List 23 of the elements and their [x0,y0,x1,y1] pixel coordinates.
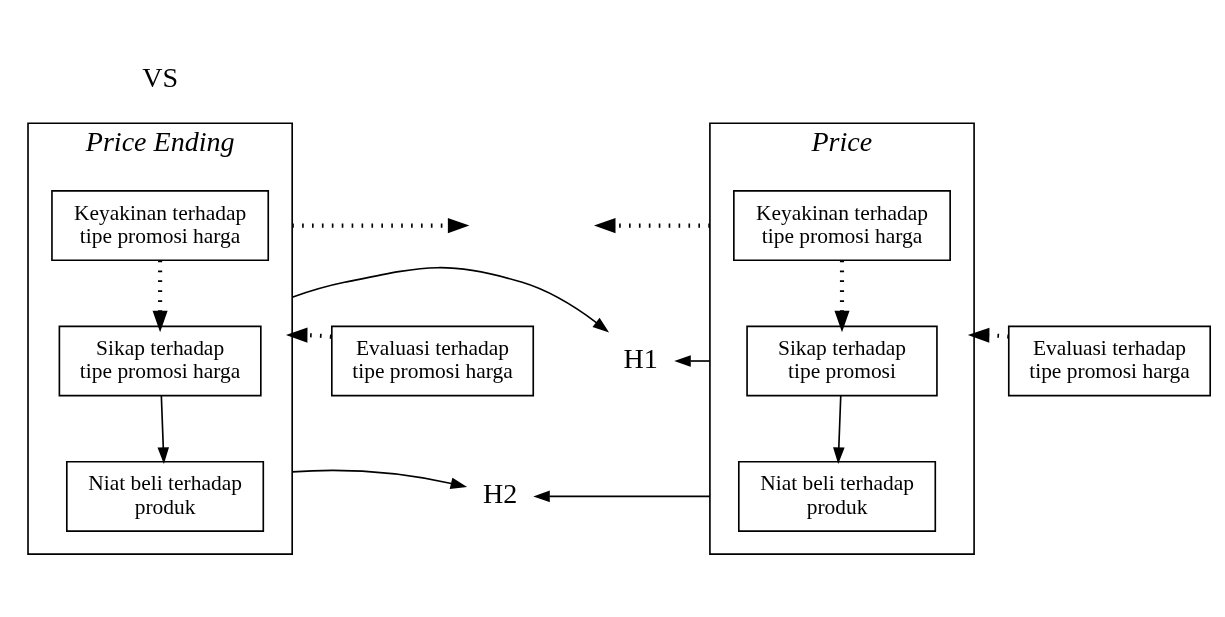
arrow [593,217,710,233]
node-box: Sikap terhadap tipe promosi [746,325,938,396]
arrow [533,490,711,502]
arrow [291,469,468,489]
arrow [674,354,711,367]
node-box: Keyakinan terhadap tipe promosi harga [733,189,951,261]
node-box: Evaluasi terhadap tipe promosi harga [1007,325,1211,396]
arrow [967,327,1009,343]
node-box: Sikap terhadap tipe promosi harga [58,325,262,396]
arrow [285,327,332,343]
arrow [291,266,610,332]
arrow [834,260,850,332]
node-text: H1 [623,342,658,374]
arrow [292,217,470,233]
node-box: Keyakinan terhadap tipe promosi harga [51,189,270,261]
node-box: Evaluasi terhadap tipe promosi harga [331,325,535,396]
arrow [157,394,170,464]
node-text: H2 [483,477,518,509]
node-box: Niat beli terhadap produk [66,460,265,532]
arrow [152,260,168,332]
node-box: Niat beli terhadap produk [738,460,937,532]
label: VS [142,61,179,93]
arrow [833,394,845,464]
